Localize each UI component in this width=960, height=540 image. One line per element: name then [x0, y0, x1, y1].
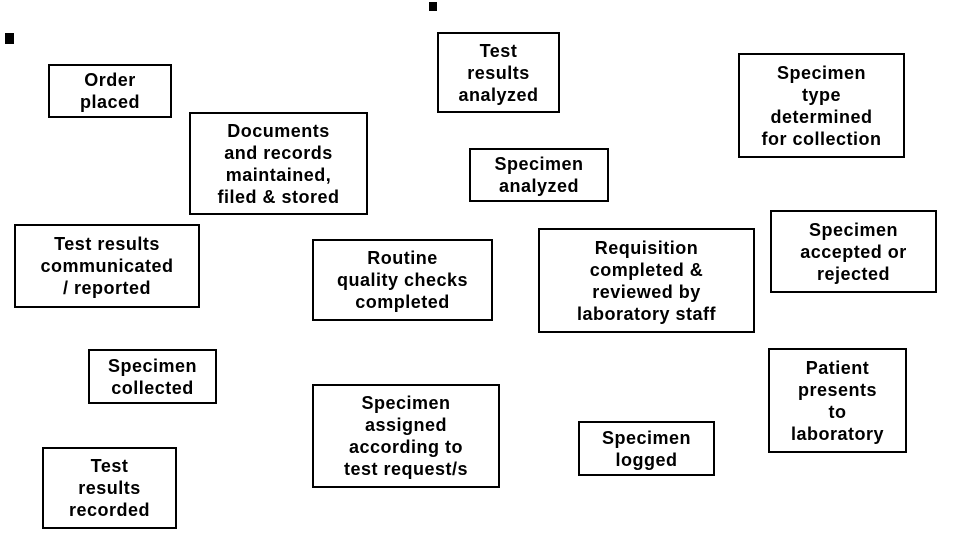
- process-box-documents-records: Documents and records maintained, filed …: [189, 112, 368, 215]
- process-box-test-results-communicated: Test results communicated / reported: [14, 224, 200, 308]
- process-box-test-results-analyzed: Test results analyzed: [437, 32, 560, 113]
- process-box-specimen-analyzed: Specimen analyzed: [469, 148, 609, 202]
- process-box-specimen-type-determined: Specimen type determined for collection: [738, 53, 905, 158]
- process-box-order-placed: Order placed: [48, 64, 172, 118]
- stray-mark-top-center: [429, 2, 437, 11]
- process-box-specimen-assigned: Specimen assigned according to test requ…: [312, 384, 500, 488]
- process-box-specimen-collected: Specimen collected: [88, 349, 217, 404]
- process-box-patient-presents: Patient presents to laboratory: [768, 348, 907, 453]
- stray-mark-top-left: [5, 33, 14, 44]
- process-box-requisition-completed: Requisition completed & reviewed by labo…: [538, 228, 755, 333]
- process-box-specimen-logged: Specimen logged: [578, 421, 715, 476]
- process-box-test-results-recorded: Test results recorded: [42, 447, 177, 529]
- process-box-routine-quality-checks: Routine quality checks completed: [312, 239, 493, 321]
- process-box-specimen-accepted-rejected: Specimen accepted or rejected: [770, 210, 937, 293]
